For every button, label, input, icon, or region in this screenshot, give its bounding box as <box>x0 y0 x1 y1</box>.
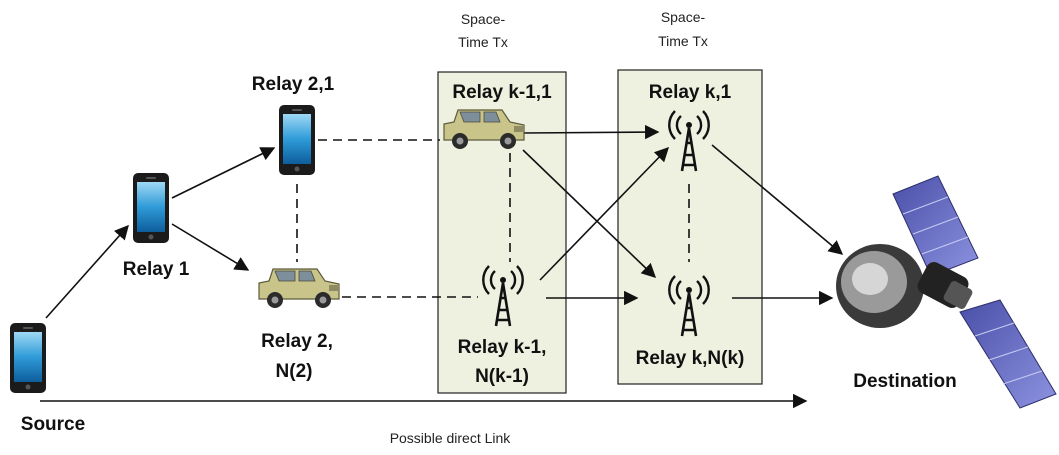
source-label: Source <box>21 414 85 435</box>
smartphone-icon <box>10 323 46 393</box>
arrow-relayk1_1-relayk_1 <box>522 124 660 140</box>
relayk1_1-label: Relay k-1,1 <box>452 82 552 103</box>
destination-label: Destination <box>853 371 956 392</box>
arrow-relayk1n-relayk_1 <box>539 146 670 281</box>
relay2n-label-line1: Relay 2, <box>261 331 333 352</box>
arrow-relay1-relay21 <box>171 147 276 199</box>
space-time-caption-1-line2: Time Tx <box>458 34 508 50</box>
relay2n-label-line2: N(2) <box>276 361 313 382</box>
relay21-label: Relay 2,1 <box>252 74 335 95</box>
arrow-source-relay1 <box>45 224 129 319</box>
relayk_n-label: Relay k,N(k) <box>636 348 745 369</box>
smartphone-icon <box>133 173 169 243</box>
space-time-caption-2-line1: Space- <box>661 9 706 25</box>
arrow-relayk_1-destination <box>711 144 844 255</box>
car-icon <box>258 268 340 309</box>
relayk1n-label-line2: N(k-1) <box>475 366 529 387</box>
relayk1n-label-line1: Relay k-1, <box>458 337 547 358</box>
arrow-relayk1_1-relayk_n <box>522 149 657 278</box>
satellite-icon <box>836 175 1057 409</box>
arrow-relay1-relay2n <box>171 223 250 271</box>
relayk_1-label: Relay k,1 <box>649 82 732 103</box>
space-time-caption-2-line2: Time Tx <box>658 33 708 49</box>
space-time-box-k <box>617 69 763 385</box>
space-time-caption-1-line1: Space- <box>461 11 506 27</box>
smartphone-icon <box>279 105 315 175</box>
direct-link-caption: Possible direct Link <box>390 430 512 446</box>
relay1-label: Relay 1 <box>123 259 190 280</box>
